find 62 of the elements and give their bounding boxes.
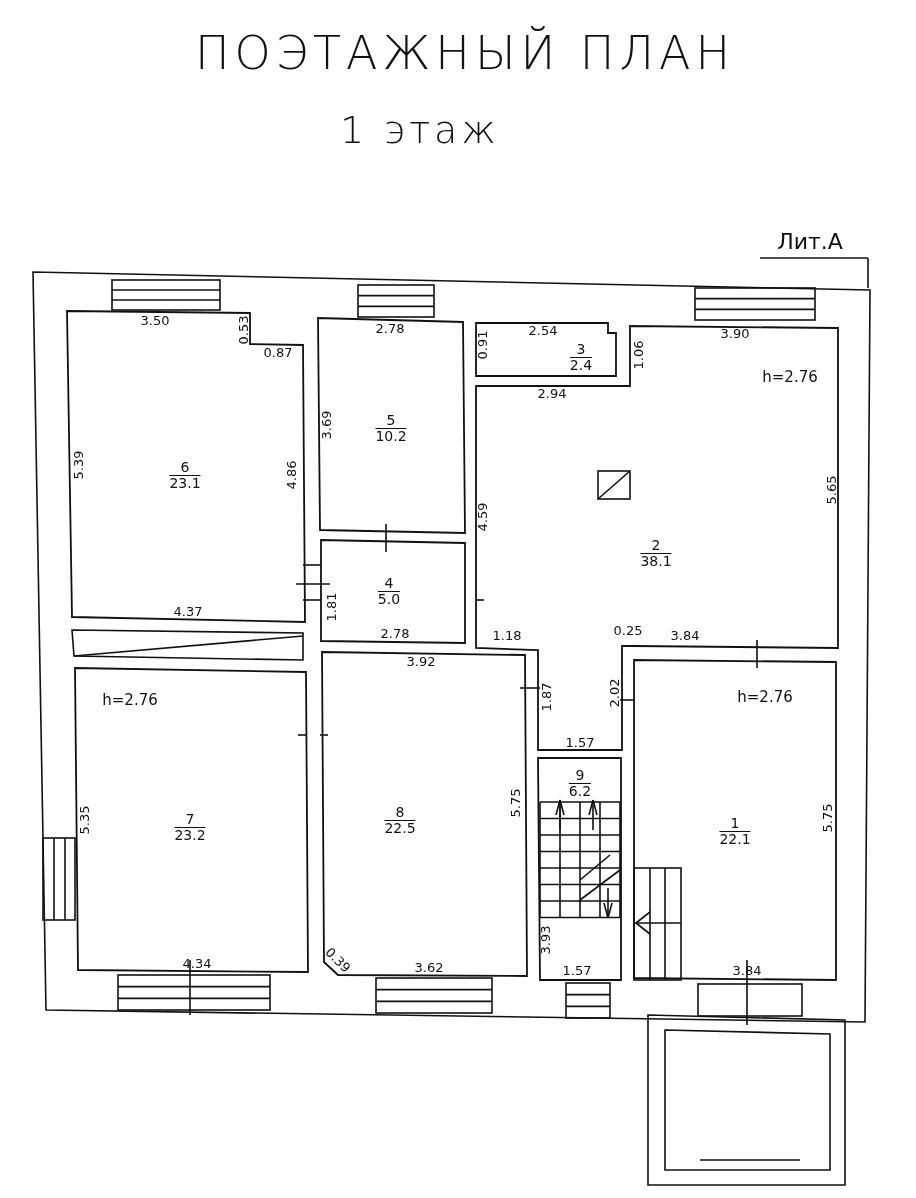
dimension-label: 0.91 bbox=[475, 330, 489, 360]
dimension-label: 4.59 bbox=[475, 502, 489, 532]
room-area: 6.2 bbox=[568, 783, 592, 798]
dimension-label: 3.90 bbox=[720, 326, 750, 340]
dimension-label: 3.50 bbox=[140, 313, 170, 327]
dimension-label: 2.78 bbox=[380, 626, 410, 640]
dimension-label: 5.39 bbox=[71, 450, 85, 480]
room-area: 5.0 bbox=[377, 591, 401, 606]
height-label: h=2.76 bbox=[737, 689, 793, 705]
room-number: 8 bbox=[395, 805, 405, 819]
dimension-label: 0.53 bbox=[236, 315, 250, 345]
room-outline bbox=[318, 318, 465, 533]
room-outline bbox=[67, 311, 305, 622]
dimension-label: 1.18 bbox=[492, 628, 522, 642]
room-number: 1 bbox=[730, 816, 740, 830]
dimension-label: 3.62 bbox=[414, 960, 444, 974]
dimension-label: 2.54 bbox=[528, 323, 558, 337]
dimension-label: 1.81 bbox=[324, 592, 338, 622]
dimension-label: 5.75 bbox=[508, 788, 522, 818]
room-outline bbox=[476, 326, 838, 750]
dimension-label: 4.86 bbox=[284, 460, 298, 490]
dimension-label: 5.65 bbox=[824, 475, 838, 505]
dimension-label: 5.75 bbox=[820, 803, 834, 833]
dimension-label: 3.93 bbox=[538, 925, 552, 955]
dimension-label: 1.57 bbox=[562, 963, 592, 977]
dimension-label: 4.37 bbox=[173, 604, 203, 618]
room-outline bbox=[322, 652, 527, 976]
room-area: 22.5 bbox=[384, 820, 416, 835]
room-area: 23.1 bbox=[169, 475, 201, 490]
dimension-label: 5.35 bbox=[77, 805, 91, 835]
room-outline bbox=[634, 660, 836, 980]
dimension-label: 3.69 bbox=[319, 410, 333, 440]
dimension-label: 2.94 bbox=[537, 386, 567, 400]
dimension-label: 3.84 bbox=[670, 628, 700, 642]
dimension-label: 3.92 bbox=[406, 654, 436, 668]
room-number: 4 bbox=[384, 576, 394, 590]
room-area: 22.1 bbox=[719, 831, 751, 846]
room-number: 7 bbox=[185, 812, 195, 826]
floor-subtitle: 1 этаж bbox=[340, 111, 500, 149]
letter-label: Лит.А bbox=[777, 231, 843, 253]
dimension-label: 2.78 bbox=[375, 321, 405, 335]
room-outline bbox=[321, 540, 465, 643]
dimension-label: 1.87 bbox=[539, 682, 553, 712]
room-number: 2 bbox=[651, 538, 661, 552]
room-area: 2.4 bbox=[569, 357, 593, 372]
room-area: 38.1 bbox=[640, 553, 672, 568]
dimension-label: 1.57 bbox=[565, 735, 595, 749]
room-outline bbox=[476, 323, 616, 376]
room-number: 3 bbox=[576, 342, 586, 356]
room-number: 9 bbox=[575, 768, 585, 782]
height-label: h=2.76 bbox=[102, 692, 158, 708]
room-number: 6 bbox=[180, 460, 190, 474]
dimension-label: 1.06 bbox=[631, 340, 645, 370]
room-number: 5 bbox=[386, 413, 396, 427]
room-outline bbox=[538, 758, 621, 980]
room-area: 23.2 bbox=[174, 827, 206, 842]
dimension-label: 0.87 bbox=[263, 345, 293, 359]
room-outline bbox=[75, 668, 308, 972]
room-area: 10.2 bbox=[375, 428, 407, 443]
dimension-label: 2.02 bbox=[607, 678, 621, 708]
dimension-label: 0.25 bbox=[613, 623, 643, 637]
height-label: h=2.76 bbox=[762, 369, 818, 385]
